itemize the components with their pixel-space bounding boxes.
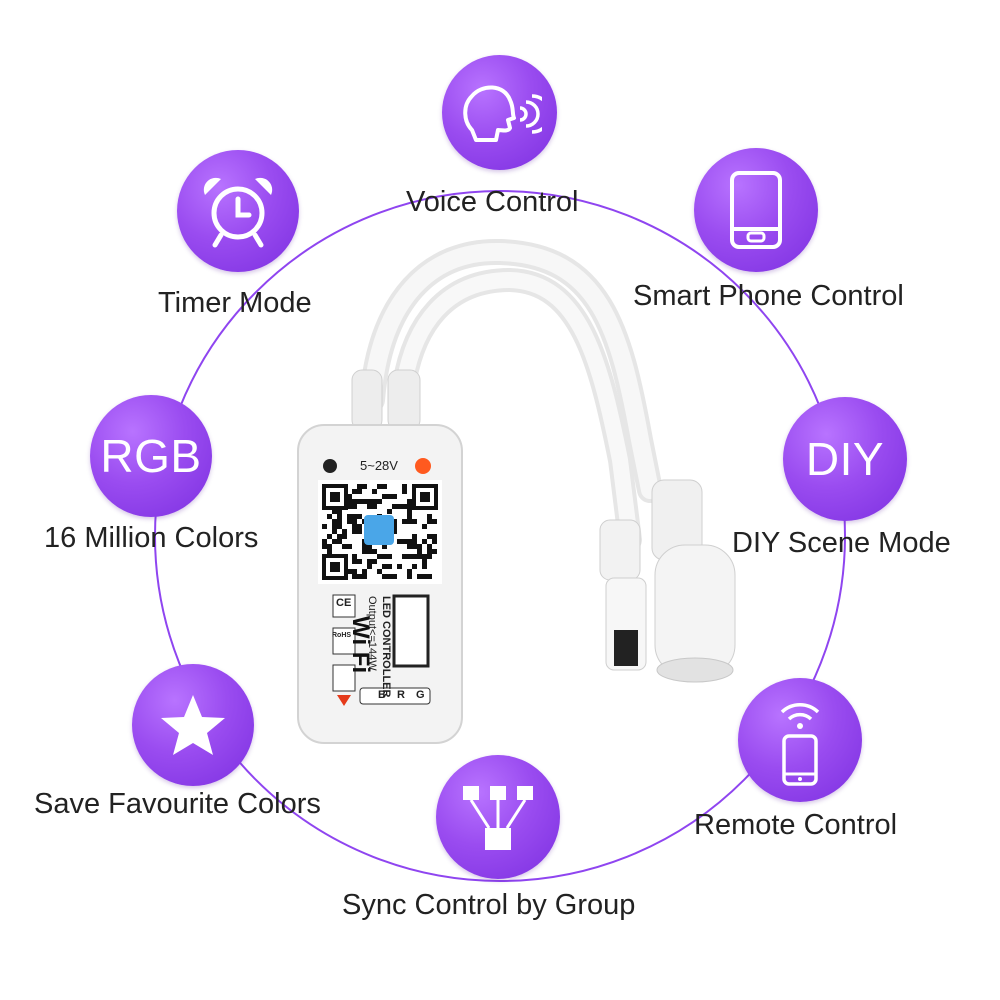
device-rohs-mark: RoHS <box>332 632 352 639</box>
rgb-colors-label: 16 Million Colors <box>44 522 259 554</box>
smart-phone-control-badge <box>694 148 818 272</box>
device-ce-mark: CE <box>336 597 352 609</box>
sync-control-badge <box>436 755 560 879</box>
smartphone-icon <box>730 171 782 249</box>
star-icon <box>161 695 225 755</box>
diy-badge-text: DIY <box>805 433 885 485</box>
voice-speaking-head-icon <box>462 85 542 142</box>
group-network-icon <box>463 786 533 850</box>
smart-phone-control-label: Smart Phone Control <box>633 280 904 312</box>
rgb-badge-text: RGB <box>100 430 202 482</box>
save-favourite-badge <box>132 664 254 786</box>
diy-scene-label: DIY Scene Mode <box>732 527 951 559</box>
save-favourite-label: Save Favourite Colors <box>34 788 321 820</box>
device-voltage-label: 5~28V <box>360 458 398 473</box>
device-pins-label: B R G <box>378 689 429 701</box>
remote-phone-wifi-icon <box>780 703 820 786</box>
alarm-clock-icon <box>203 177 273 248</box>
sync-control-label: Sync Control by Group <box>342 889 636 921</box>
remote-control-label: Remote Control <box>694 809 898 841</box>
voice-control-label: Voice Control <box>406 186 579 218</box>
device-name-label: LED CONTROLLER <box>380 596 392 698</box>
timer-mode-badge <box>177 150 299 272</box>
device-output-label: Output<=144W <box>366 596 378 671</box>
voice-control-badge <box>442 55 557 170</box>
diy-scene-badge: DIY <box>783 397 907 521</box>
remote-control-badge <box>738 678 862 802</box>
timer-mode-label: Timer Mode <box>158 287 312 319</box>
rgb-colors-badge: RGB <box>90 395 212 517</box>
